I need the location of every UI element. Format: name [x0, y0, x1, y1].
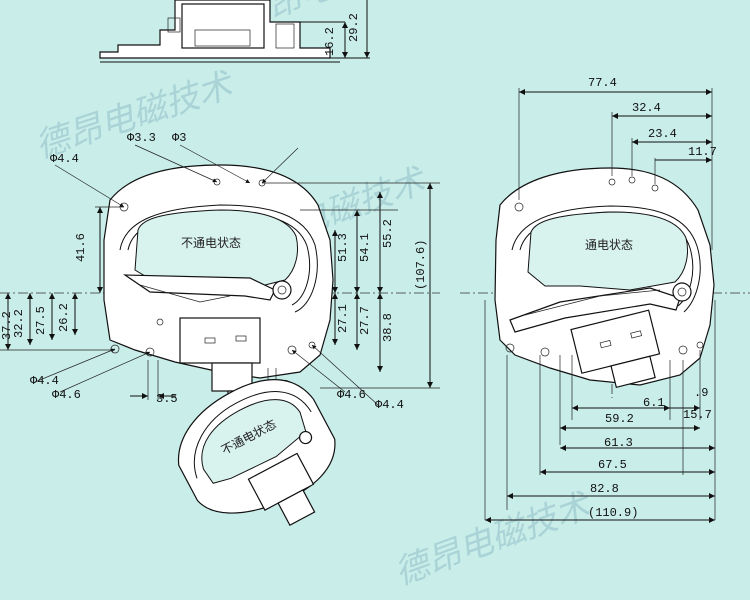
- dim-label: (110.9): [588, 506, 638, 520]
- hole-label: Φ4.4: [50, 152, 79, 166]
- solenoid-body: [179, 317, 261, 364]
- hole-label: Φ4.4: [30, 374, 59, 388]
- dim-label: 37.2: [0, 311, 14, 340]
- dim-label: 23.4: [648, 127, 677, 141]
- mounting-hole: [505, 176, 704, 357]
- status-label: 通电状态: [585, 238, 633, 252]
- dim-label: 61.3: [604, 436, 633, 450]
- dim-label: 3.5: [156, 392, 178, 406]
- dim-label: 59.2: [605, 412, 634, 426]
- dim-label: 51.3: [336, 233, 350, 262]
- status-window: [134, 209, 299, 291]
- dim-label: .9: [694, 386, 708, 400]
- dim-label: 54.1: [358, 233, 372, 262]
- watermark-text: 德昂电磁技术: [389, 485, 597, 593]
- dim-label: 32.2: [12, 309, 26, 338]
- status-window: [527, 211, 689, 291]
- hole-label: Φ4.6: [337, 388, 366, 402]
- dim-label: 16.2: [323, 27, 337, 56]
- hole-label: Φ3: [172, 131, 186, 145]
- dim-label: 41.6: [74, 233, 88, 262]
- dim-label: 55.2: [381, 219, 395, 248]
- dim-label: 82.8: [590, 482, 619, 496]
- dim-label: 27.5: [34, 306, 48, 335]
- dim-label: 27.7: [358, 306, 372, 335]
- hole-label: Φ4.4: [375, 398, 404, 412]
- dim-label: 32.4: [632, 101, 661, 115]
- dim-label: 38.8: [381, 313, 395, 342]
- dim-label: 77.4: [588, 76, 617, 90]
- dim-label: 27.1: [336, 304, 350, 333]
- hole-label: Φ3.3: [127, 131, 156, 145]
- iso-view: 不通电状态: [177, 379, 336, 526]
- right-view: 通电状态 77.4 32.4 23.4 11.7: [460, 76, 750, 523]
- dim-label: 15.7: [683, 408, 712, 422]
- status-label: 不通电状态: [181, 236, 241, 250]
- dim-label: 29.2: [347, 13, 361, 42]
- dim-label: 6.1: [643, 396, 665, 410]
- left-view: 不通电状态 Φ4.4 Φ3.3 Φ3 Φ3 Φ4.4 Φ4.6: [0, 131, 440, 412]
- dim-label: 67.5: [598, 458, 627, 472]
- hole-label: Φ4.6: [52, 388, 81, 402]
- top-view: 16.2 29.2: [99, 0, 370, 63]
- dim-label: 11.7: [688, 145, 717, 159]
- dim-label: 26.2: [57, 303, 71, 332]
- dim-label: (107.6): [414, 240, 428, 290]
